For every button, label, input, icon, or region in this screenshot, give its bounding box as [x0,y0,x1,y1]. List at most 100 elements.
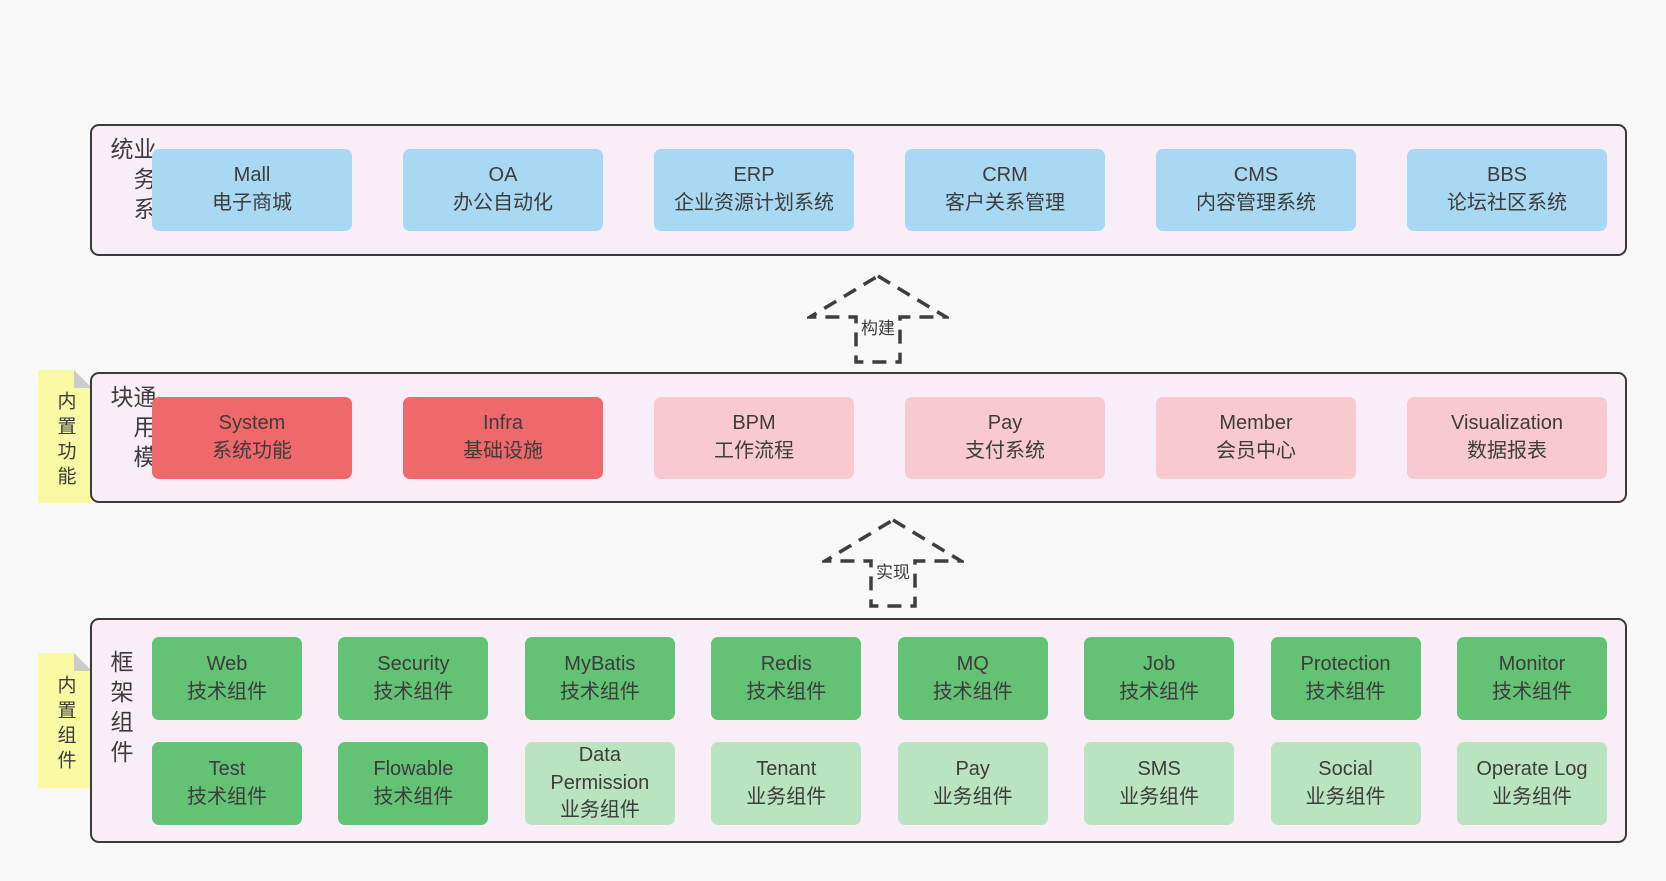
box-web: Web 技术组件 [152,637,302,720]
sticky-note-text: 内置功能 [54,390,76,491]
sticky-note-builtin-features: 内置功能 [38,370,92,503]
sticky-note-text: 内置组件 [54,674,76,775]
box-title: MQ [956,652,989,675]
arrow-build-label: 构建 [858,314,898,339]
box-title: CRM [982,164,1028,187]
box-crm: CRM 客户关系管理 [905,149,1105,231]
box-subtitle: 业务组件 [559,799,640,822]
box-title: BBS [1486,164,1528,187]
box-subtitle: 技术组件 [746,680,827,703]
box-subtitle: 业务组件 [1305,785,1386,808]
box-subtitle: 论坛社区系统 [1447,192,1567,214]
box-subtitle: 数据报表 [1467,439,1547,462]
arrow-up-icon [807,273,949,364]
box-title: Pay [955,757,990,780]
tier-business-systems: 业务系统 Mall 电子商城 OA 办公自动化 ERP 企业资源计划系统 CRM… [90,124,1627,256]
box-subtitle: 技术组件 [559,680,640,703]
box-subtitle: 技术组件 [1491,680,1572,703]
box-bbs: BBS 论坛社区系统 [1407,149,1607,231]
box-subtitle: 系统功能 [212,439,292,462]
box-subtitle: 技术组件 [187,680,267,703]
box-visualization: Visualization 数据报表 [1407,396,1607,479]
tier-framework-components: 框架组件 Web 技术组件 Security 技术组件 MyBatis 技术组件… [90,618,1627,843]
box-data-permission: Data Permission 业务组件 [524,742,675,825]
box-title: Test [208,757,246,780]
box-title: BPM [732,411,776,434]
box-subtitle: 技术组件 [1119,680,1200,703]
box-title: Data Permission [550,744,650,794]
box-title: Monitor [1498,652,1566,675]
box-mq: MQ 技术组件 [897,637,1048,720]
box-cms: CMS 内容管理系统 [1156,149,1356,231]
box-title: Social [1318,757,1373,780]
box-subtitle: 技术组件 [373,680,454,703]
box-title: SMS [1137,757,1181,780]
box-title: MyBatis [564,652,636,675]
box-subtitle: 业务组件 [746,785,827,808]
box-pay-system: Pay 支付系统 [905,396,1105,479]
box-test: Test 技术组件 [152,742,302,825]
box-title: Member [1219,411,1293,434]
box-subtitle: 技术组件 [187,785,267,808]
box-mybatis: MyBatis 技术组件 [524,637,675,720]
box-title: ERP [733,164,775,187]
box-monitor: Monitor 技术组件 [1456,637,1607,720]
box-subtitle: 技术组件 [1305,680,1386,703]
box-title: System [218,411,286,434]
box-title: OA [488,164,518,187]
box-subtitle: 业务组件 [1119,785,1200,808]
box-operate-log: Operate Log 业务组件 [1456,742,1607,825]
box-subtitle: 办公自动化 [453,192,553,214]
arrow-implement-label: 实现 [873,558,913,583]
tier-label-common-modules: 通用模块 [107,385,156,475]
box-subtitle: 会员中心 [1216,439,1296,462]
business-systems-row: Mall 电子商城 OA 办公自动化 ERP 企业资源计划系统 CRM 客户关系… [152,126,1607,254]
box-subtitle: 内容管理系统 [1196,192,1316,214]
box-job: Job 技术组件 [1084,637,1235,720]
box-mall: Mall 电子商城 [152,149,352,231]
box-pay-component: Pay 业务组件 [897,742,1048,825]
framework-components-row-1: Web 技术组件 Security 技术组件 MyBatis 技术组件 Redi… [152,637,1607,720]
box-subtitle: 电子商城 [212,192,292,214]
box-title: Web [206,652,248,675]
box-flowable: Flowable 技术组件 [338,742,489,825]
arrow-up-icon [822,517,964,608]
box-title: Job [1142,652,1176,675]
box-erp: ERP 企业资源计划系统 [654,149,854,231]
box-subtitle: 企业资源计划系统 [674,192,834,214]
box-subtitle: 支付系统 [965,439,1045,462]
common-modules-row: System 系统功能 Infra 基础设施 BPM 工作流程 Pay 支付系统… [152,374,1607,501]
box-subtitle: 工作流程 [714,439,794,462]
box-subtitle: 业务组件 [1491,785,1572,808]
box-title: Visualization [1451,411,1563,434]
box-title: Security [377,652,450,675]
box-subtitle: 基础设施 [463,439,543,462]
box-sms: SMS 业务组件 [1084,742,1235,825]
box-title: Mall [233,164,271,187]
box-system: System 系统功能 [152,396,352,479]
tier-label-framework-components: 框架组件 [107,650,133,770]
arrow-build: 构建 [807,273,949,365]
box-title: CMS [1233,164,1279,187]
box-tenant: Tenant 业务组件 [711,742,862,825]
tier-common-modules: 通用模块 System 系统功能 Infra 基础设施 BPM 工作流程 Pay… [90,372,1627,503]
box-title: Infra [482,411,524,434]
sticky-note-builtin-components: 内置组件 [38,653,92,788]
box-title: Tenant [756,757,817,780]
box-redis: Redis 技术组件 [711,637,862,720]
box-title: Pay [987,411,1023,434]
box-subtitle: 业务组件 [932,785,1013,808]
framework-components-row-2: Test 技术组件 Flowable 技术组件 Data Permission … [152,742,1607,825]
box-social: Social 业务组件 [1270,742,1421,825]
box-member: Member 会员中心 [1156,396,1356,479]
box-subtitle: 客户关系管理 [945,192,1065,214]
arrow-implement: 实现 [822,517,964,609]
box-title: Redis [760,652,812,675]
box-oa: OA 办公自动化 [403,149,603,231]
box-title: Flowable [373,757,454,780]
tier-label-business-systems: 业务系统 [107,137,156,227]
box-subtitle: 技术组件 [932,680,1013,703]
box-protection: Protection 技术组件 [1270,637,1421,720]
box-security: Security 技术组件 [338,637,489,720]
box-subtitle: 技术组件 [373,785,454,808]
